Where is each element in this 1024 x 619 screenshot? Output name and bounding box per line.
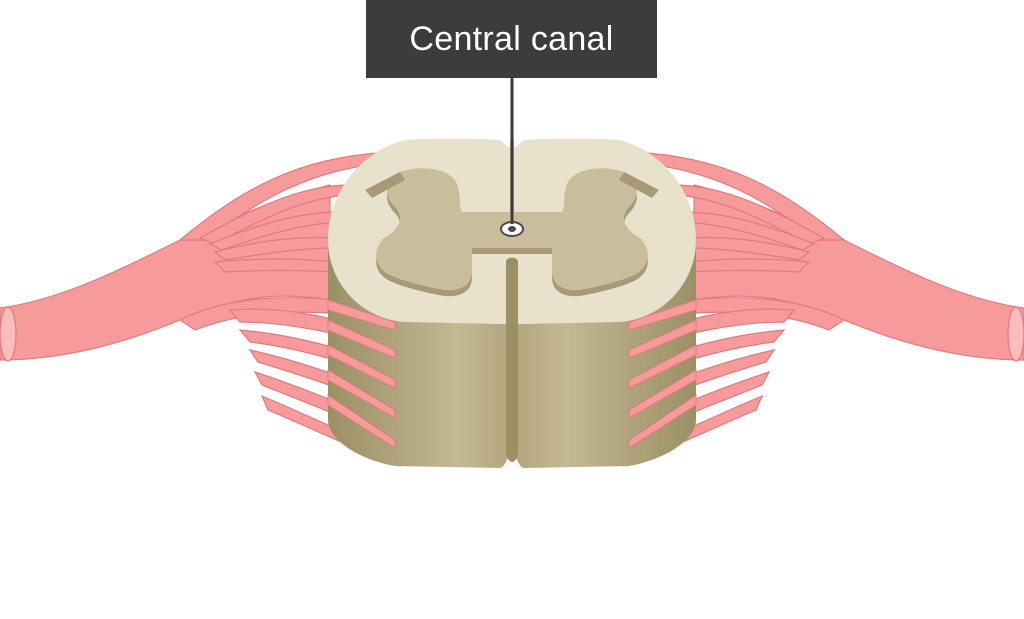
central-canal-label: Central canal [366,0,657,78]
central-canal-label-text: Central canal [409,19,614,58]
central-canal-marker [500,221,524,237]
